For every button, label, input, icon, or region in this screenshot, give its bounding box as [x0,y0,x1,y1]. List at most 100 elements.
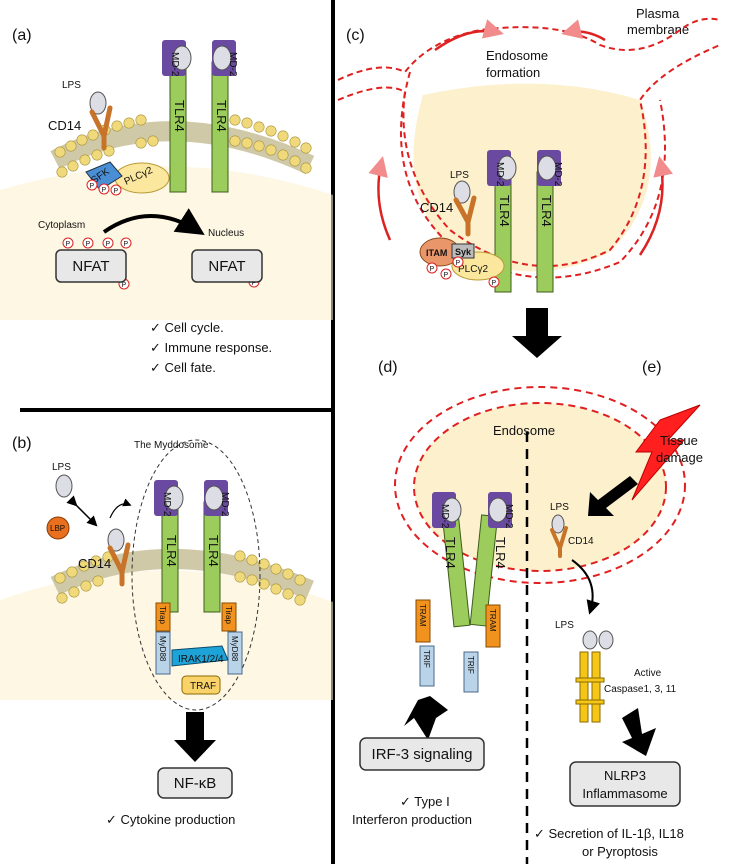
plc-protein [451,251,505,281]
nlrp3-label: Inflammasome [582,786,667,801]
plasma-membrane-inner [337,44,721,267]
tissue-damage-bolt-icon [631,404,701,501]
tirap-right: Tirap [221,602,237,632]
nucleus-label: Nucleus [208,228,244,239]
lps-molecule [172,45,192,71]
caspase-label: Caspase1, 3, 11 [604,684,677,695]
tlr4-label: TLR4 [164,535,179,567]
plasma-membrane-outer [337,17,721,81]
outcome-cytokine: ✓ Cytokine production [106,812,235,827]
svg-text:P: P [102,187,107,194]
cd14-label: CD14 [78,556,111,571]
invagination-arrow [561,19,606,42]
trif-left: TRIF [419,645,435,687]
lps-label: LPS [62,80,81,91]
tlr4-label: TLR4 [206,535,221,567]
md2-label: MD-2 [494,162,505,187]
lps-molecule [107,528,125,552]
tissue-damage-label: damage [656,450,703,465]
myddosome-boundary [131,439,261,711]
svg-text:TRAM: TRAM [488,609,497,632]
nlrp3-label: NLRP3 [604,768,646,783]
lps-molecule [89,91,107,115]
irak-label: IRAK1/2/4 [178,654,224,665]
myd88-left: MyD88 [155,631,171,675]
traf-protein [181,675,221,695]
md2-label: MD-2 [552,162,563,187]
syk-label: Syk [455,247,472,257]
svg-text:P: P [106,241,111,248]
tissue-damage-label: Tissue [660,433,698,448]
svg-text:P: P [86,241,91,248]
md2-label: MD-2 [227,52,238,77]
tlr4-label: TLR4 [539,195,554,227]
traf-label: TRAF [190,681,216,692]
caspase-complex [575,651,605,723]
tlr4-receptor: MD-2 MD-2 TLR4 TLR4 [162,40,238,193]
endosome-label: Endosome [493,423,555,438]
maturation-arrow [512,308,562,358]
lps-label: LPS [555,620,574,631]
tram-right: TRAM [485,604,501,648]
panel-b: (b) The Myddosome MD-2 MD-2 TLR4 TLR4 LP… [0,435,333,827]
tram-left: TRAM [415,599,431,643]
outcome-type-i: ✓ Type I [400,794,450,809]
damage-arrow [588,476,638,516]
svg-text:P: P [444,272,449,279]
cd14-label: CD14 [568,536,594,547]
tlr4-label: TLR4 [497,195,512,227]
plasma-label: Plasma [636,6,680,21]
panel-e-letter: (e) [642,359,662,376]
nfkb-box [157,767,233,799]
lps-molecule [582,630,598,650]
transfer-arrow [109,498,132,519]
syk-protein [451,243,475,259]
panel-b-letter: (b) [12,435,32,452]
endosome-membrane [400,71,666,279]
cd14-label: CD14 [48,118,81,133]
endosome-formation-label: Endosome [486,48,548,63]
cytosolic-arrow [571,559,601,615]
svg-text:TRAM: TRAM [418,604,427,627]
md2-label: MD-2 [169,52,180,77]
cd14-protein [453,195,477,237]
nfat-label: NFAT [72,258,109,275]
lbp-protein [46,516,70,540]
itam-label: ITAM [426,248,447,258]
svg-text:P: P [456,260,461,267]
tlr4-label: TLR4 [214,100,229,132]
outcome-cell-fate: ✓ Cell fate. [150,360,216,375]
svg-text:P: P [492,280,497,287]
panel-a: (a) MD-2 MD-2 TLR4 TLR4 LPS CD14 [0,27,333,375]
svg-text:P: P [124,241,129,248]
panel-d: (d) Endosome MD-2 MD-2 TLR4 TLR4 TRAM TR… [352,359,686,827]
lps-molecule [212,45,232,71]
phospho-group: P P P P [426,256,500,288]
translocation-arrow [102,208,205,236]
nfat-box-cytoplasm [55,249,127,283]
cd14-label: CD14 [420,200,453,215]
closure-arrow [368,156,392,241]
panel-a-letter: (a) [12,27,32,44]
caspase-label: Active [634,668,662,679]
outcome-immune-response: ✓ Immune response. [150,340,272,355]
lps-label: LPS [450,170,469,181]
outcome-secretion: ✓ Secretion of IL-1β, IL18 [534,826,684,841]
outcome-interferon: Interferon production [352,812,472,827]
endosome-lumen [413,83,651,272]
svg-text:P: P [430,266,435,273]
lps-molecule [551,514,565,534]
closure-arrow [638,156,673,256]
md2-label: MD-2 [219,492,230,517]
cd14-protein [550,526,568,558]
myddosome-title: The Myddosome [134,440,209,451]
endosome-formation-label: formation [486,65,540,80]
lps-molecule [55,474,73,498]
md2-label: MD-2 [439,504,450,529]
irf-arrow [404,696,448,740]
svg-text:MyD88: MyD88 [158,636,167,662]
cytoplasm-region [0,166,333,320]
lps-molecule [598,630,614,650]
irak-complex [171,645,229,667]
